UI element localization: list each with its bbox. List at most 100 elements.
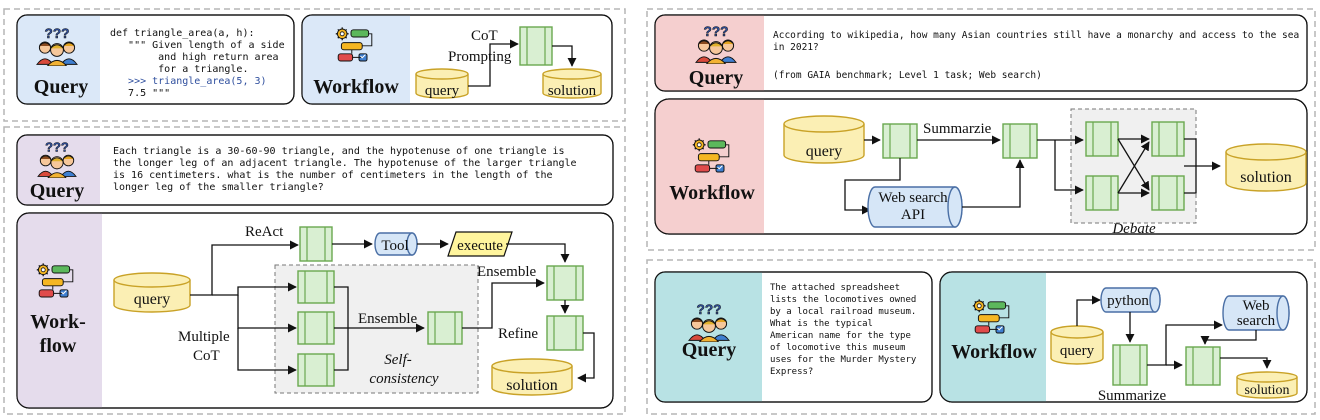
question-line: According to wikipedia, how many Asian c…: [773, 30, 1299, 41]
question-line: American name for the type: [770, 331, 911, 341]
self-consistency-label: Self-: [384, 352, 412, 368]
tool-label: Tool: [381, 238, 408, 254]
panel-b-workflow-label: flow: [40, 335, 77, 357]
section-a-border: [3, 8, 626, 122]
debate-label: Debate: [1111, 221, 1156, 237]
panel-b-workflow-label: Work-: [30, 311, 86, 333]
react-label: ReAct: [245, 224, 284, 240]
question-line: the longer leg of an adjacent triangle. …: [113, 158, 577, 169]
panel-b-query-label: Query: [30, 180, 84, 202]
section-d-border: [646, 259, 1316, 415]
cot-agent-node: [297, 270, 335, 304]
panel-a-agent-node: [519, 26, 553, 66]
python-tool-node: python: [1100, 287, 1161, 313]
tool-node: Tool: [374, 232, 418, 256]
solution-node-label: solution: [548, 83, 597, 99]
cot-agent-node: [297, 353, 335, 387]
panel-a-query-tab: [17, 15, 100, 104]
panel-d-workflow-label: Workflow: [951, 341, 1037, 363]
question-line: (from GAIA benchmark; Level 1 task; Web …: [773, 70, 1042, 81]
debate-agent-node: [1151, 121, 1185, 157]
panel-c-query-label: Query: [689, 67, 743, 89]
question-line: is 16 centimeters. what is the number of…: [113, 170, 553, 181]
panel-c-workflow-label: Workflow: [669, 182, 755, 204]
code-line: """ Given length of a side: [110, 40, 285, 51]
panel-d-agent-node: [1112, 344, 1148, 386]
question-line: of locomotive this museum: [770, 343, 905, 353]
panel-d: Query The attached spreadsheet lists the…: [654, 271, 1308, 404]
edge-label-prompting: Prompting: [448, 49, 512, 65]
question-line: by a local railroad museum.: [770, 307, 916, 317]
panel-d-solution-node: solution: [1236, 371, 1298, 399]
panel-d-final-agent-node: [1185, 346, 1221, 386]
solution-node-label: solution: [1244, 383, 1289, 398]
panel-a: Query def triangle_area(a, h): """ Given…: [16, 14, 613, 105]
question-line: Express?: [770, 367, 813, 377]
panel-b-solution-node: solution: [491, 358, 573, 396]
panel-d-query-label: Query: [682, 339, 736, 361]
ensemble-agent-node: [427, 311, 463, 345]
self-consistency-label: consistency: [369, 371, 438, 387]
section-b-border: [3, 126, 626, 415]
web-search-label: Web: [1242, 298, 1269, 314]
panel-b: Query Each triangle is a 30-60-90 triang…: [16, 134, 614, 409]
query-node-label: query: [134, 291, 170, 308]
panel-a-query-label: Query: [34, 76, 88, 98]
panel-c-question: According to wikipedia, how many Asian c…: [773, 30, 1299, 81]
edge-label-cot: CoT: [471, 28, 498, 44]
ensemble-label: Ensemble: [358, 311, 417, 327]
ensemble-final-agent-node: [546, 265, 584, 301]
python-label: python: [1107, 293, 1149, 309]
code-line: >>> triangle_area(5, 3): [110, 76, 267, 87]
ensemble-label: Ensemble: [477, 264, 536, 280]
question-line: Each triangle is a 30-60-90 triangle, an…: [113, 146, 565, 157]
question-line: longer leg of the smaller triangle?: [113, 182, 324, 193]
question-line: What is the typical: [770, 319, 873, 329]
panel-a-code: def triangle_area(a, h): """ Given lengt…: [110, 28, 285, 99]
summarize-label: Summarize: [1098, 388, 1167, 404]
panel-c-solution-node: solution: [1225, 143, 1307, 192]
cot-agent-node: [297, 311, 335, 345]
execute-node: execute: [447, 231, 513, 257]
query-node-label: query: [1060, 343, 1095, 359]
refine-agent-node: [546, 315, 584, 351]
web-search-api-node: Web search API: [867, 186, 963, 228]
panel-a-solution-node: solution: [542, 68, 602, 99]
panel-d-workflow-tab: [940, 272, 1046, 402]
code-line: def triangle_area(a, h):: [110, 28, 255, 39]
multiple-cot-label: CoT: [193, 348, 220, 364]
code-line: for a triangle.: [110, 64, 248, 75]
web-search-label: Web search: [878, 190, 948, 206]
debate-agent-node: [1085, 175, 1119, 211]
debate-agent-node: [1085, 121, 1119, 157]
code-line: 7.5 """: [110, 88, 170, 99]
panel-c: Query According to wikipedia, how many A…: [654, 14, 1308, 237]
code-line: and high return area: [110, 52, 279, 63]
web-search-label: search: [1237, 313, 1276, 329]
panel-b-workflow-tab: [17, 213, 102, 408]
panel-a-workflow-label: Workflow: [313, 76, 399, 98]
panel-c-agent-node: [882, 123, 918, 159]
panel-c-query-tab: [655, 15, 764, 91]
panel-a-workflow-tab: [302, 15, 410, 104]
panel-b-query-tab: [17, 135, 100, 205]
execute-label: execute: [457, 238, 503, 254]
panel-b-question: Each triangle is a 30-60-90 triangle, an…: [113, 146, 577, 193]
solution-node-label: solution: [1240, 169, 1292, 186]
panel-b-query-node: query: [113, 272, 191, 313]
question-line: lists the locomotives owned: [770, 295, 916, 305]
question-line: The attached spreadsheet: [770, 283, 900, 293]
solution-node-label: solution: [506, 377, 558, 394]
debate-agent-node: [1151, 175, 1185, 211]
refine-label: Refine: [498, 326, 538, 342]
web-search-label: API: [901, 207, 925, 223]
question-line: uses for the Murder Mystery: [770, 355, 917, 365]
panel-d-query-node: query: [1050, 325, 1104, 365]
section-c-border: [646, 8, 1316, 251]
web-search-tool-node: Web search: [1222, 295, 1290, 331]
react-agent-node: [299, 226, 333, 262]
question-line: in 2021?: [773, 42, 819, 53]
query-node-label: query: [806, 143, 842, 160]
panel-c-summary-agent-node: [1002, 123, 1038, 159]
